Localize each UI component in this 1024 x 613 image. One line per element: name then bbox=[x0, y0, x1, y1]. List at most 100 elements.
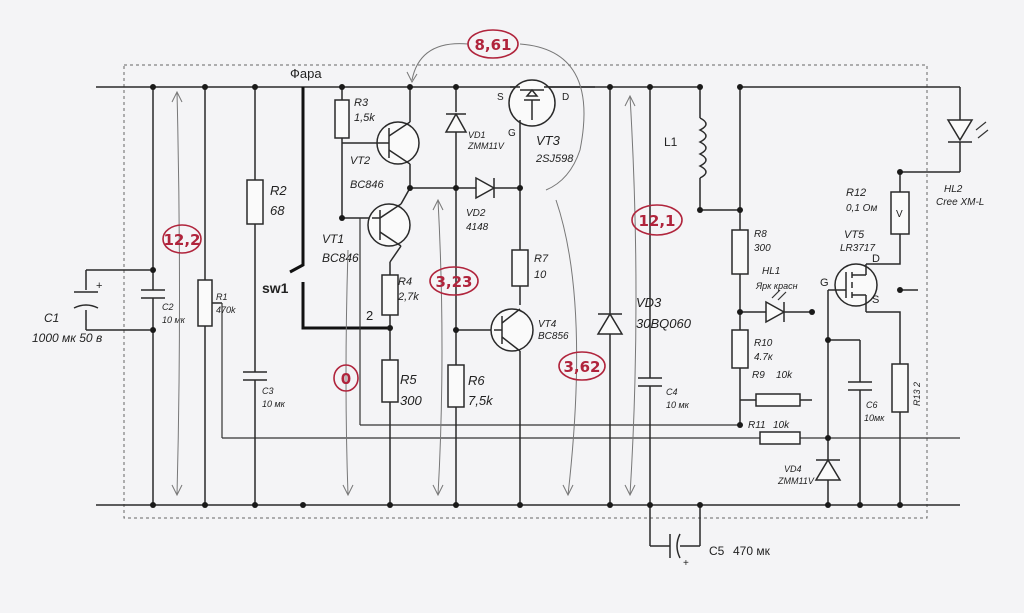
resistor-r10 bbox=[731, 312, 749, 400]
vt3-value: 2SJ598 bbox=[535, 153, 574, 165]
annotation-zero-voltage bbox=[333, 364, 359, 392]
c6-value: 10мк bbox=[864, 413, 885, 423]
r7-value: 10 bbox=[534, 269, 547, 281]
vt5-label: VT5 bbox=[844, 229, 865, 241]
vt4-value: BC856 bbox=[538, 331, 569, 342]
vt3-pin-g: G bbox=[508, 128, 516, 139]
capacitor-c1: + bbox=[73, 269, 150, 331]
annotation-vt4-voltage-text: 3,62 bbox=[563, 358, 600, 376]
annotation-vt4-voltage bbox=[558, 351, 606, 381]
r6-label: R6 bbox=[468, 373, 485, 388]
vt3-pin-d: D bbox=[562, 92, 569, 103]
c5-label: C5 bbox=[709, 544, 725, 558]
vd4-label: VD4 bbox=[784, 464, 802, 474]
capacitor-c2 bbox=[141, 87, 165, 505]
annotation-vt3-voltage-text: 8,61 bbox=[474, 36, 511, 54]
l1-label: L1 bbox=[664, 135, 678, 149]
annotation-zero-voltage-text: 0 bbox=[341, 370, 351, 388]
zener-vd4 bbox=[814, 290, 842, 505]
vt2-label: VT2 bbox=[350, 155, 370, 167]
transistor-vt4 bbox=[490, 308, 534, 505]
resistor-r6 bbox=[447, 329, 494, 505]
node-2-label: 2 bbox=[366, 308, 373, 323]
vd2-value: 4148 bbox=[466, 222, 489, 233]
resistor-r11 bbox=[759, 431, 801, 445]
r12-value: 0,1 Ом bbox=[846, 203, 877, 214]
resistor-r7 bbox=[511, 249, 529, 305]
r9-label: R9 bbox=[752, 370, 765, 381]
measurement-arrows bbox=[171, 43, 637, 497]
c5-value: 470 мк bbox=[733, 544, 771, 558]
annotation-output-voltage bbox=[631, 204, 683, 236]
c6-label: C6 bbox=[866, 400, 878, 410]
junction-dots bbox=[150, 84, 903, 508]
svg-text:+: + bbox=[683, 558, 689, 569]
r8-label: R8 bbox=[754, 229, 767, 240]
svg-text:+: + bbox=[96, 280, 102, 292]
r4-label: R4 bbox=[398, 276, 412, 288]
vd3-label: VD3 bbox=[636, 295, 662, 310]
r1-label: R1 bbox=[216, 292, 228, 302]
capacitor-c6 bbox=[828, 339, 872, 505]
c3-value: 10 мк bbox=[262, 399, 286, 409]
hl2-label: HL2 bbox=[944, 184, 963, 195]
resistor-r8 bbox=[731, 210, 749, 312]
resistor-r13 bbox=[891, 363, 909, 505]
r8-value: 300 bbox=[754, 243, 771, 254]
transistor-vt1 bbox=[367, 187, 411, 275]
r2-value: 68 bbox=[270, 203, 285, 218]
resistor-r2 bbox=[246, 87, 264, 372]
vd2-label: VD2 bbox=[466, 208, 486, 219]
vd1-label: VD1 bbox=[468, 130, 486, 140]
c3-label: C3 bbox=[262, 386, 274, 396]
potentiometer-r9 bbox=[739, 393, 812, 425]
resistor-r5 bbox=[381, 359, 399, 505]
transistor-vt2 bbox=[342, 87, 420, 188]
resistor-r4 bbox=[381, 274, 399, 360]
annotation-node-voltage-text: 3,23 bbox=[435, 273, 472, 291]
r9-value: 10k bbox=[776, 370, 793, 381]
r11-value: 10k bbox=[773, 420, 790, 431]
annotation-vt3-voltage bbox=[467, 29, 519, 59]
r12-label: R12 bbox=[846, 187, 866, 199]
zener-vd1 bbox=[444, 87, 468, 330]
c2-label: C2 bbox=[162, 302, 174, 312]
r10-value: 4.7к bbox=[754, 352, 774, 363]
annotation-input-voltage-text: 12,2 bbox=[163, 231, 200, 249]
vd1-value: ZMM11V bbox=[467, 141, 505, 151]
resistor-r12 bbox=[890, 172, 910, 235]
r6-value: 7,5k bbox=[468, 393, 494, 408]
vt5-value: LR3717 bbox=[840, 243, 875, 254]
vt2-value: BC846 bbox=[350, 179, 385, 191]
r11-label: R11 bbox=[748, 420, 766, 431]
annotation-output-voltage-text: 12,1 bbox=[638, 212, 675, 230]
r13-label: R13 2 bbox=[912, 382, 922, 406]
led-hl2 bbox=[900, 87, 989, 173]
r7-label: R7 bbox=[534, 253, 549, 265]
switch-sw1 bbox=[289, 87, 390, 330]
c2-value: 10 мк bbox=[162, 315, 186, 325]
r3-label: R3 bbox=[354, 97, 369, 109]
diode-vd2 bbox=[410, 176, 520, 200]
c1-value: 1000 мк 50 в bbox=[32, 331, 102, 345]
mosfet-vt3 bbox=[508, 79, 595, 250]
diode-vd3 bbox=[596, 87, 624, 505]
r10-label: R10 bbox=[754, 338, 773, 349]
hl2-value: Cree XM-L bbox=[936, 197, 984, 208]
sw1-label: sw1 bbox=[262, 280, 289, 296]
r12-v-box: V bbox=[896, 209, 903, 220]
capacitor-c3 bbox=[243, 371, 267, 505]
r5-label: R5 bbox=[400, 372, 417, 387]
annotation-input-voltage bbox=[162, 224, 202, 254]
r1-value: 470k bbox=[216, 305, 236, 315]
vt3-label: VT3 bbox=[536, 133, 561, 148]
board-outline bbox=[123, 64, 928, 519]
resistor-r1 bbox=[197, 87, 960, 505]
vt5-pin-g: G bbox=[820, 277, 829, 289]
c4-value: 10 мк bbox=[666, 400, 690, 410]
hl1-value: Ярк красн bbox=[755, 281, 798, 291]
vt5-pin-s: S bbox=[872, 294, 879, 306]
r5-value: 300 bbox=[400, 393, 422, 408]
